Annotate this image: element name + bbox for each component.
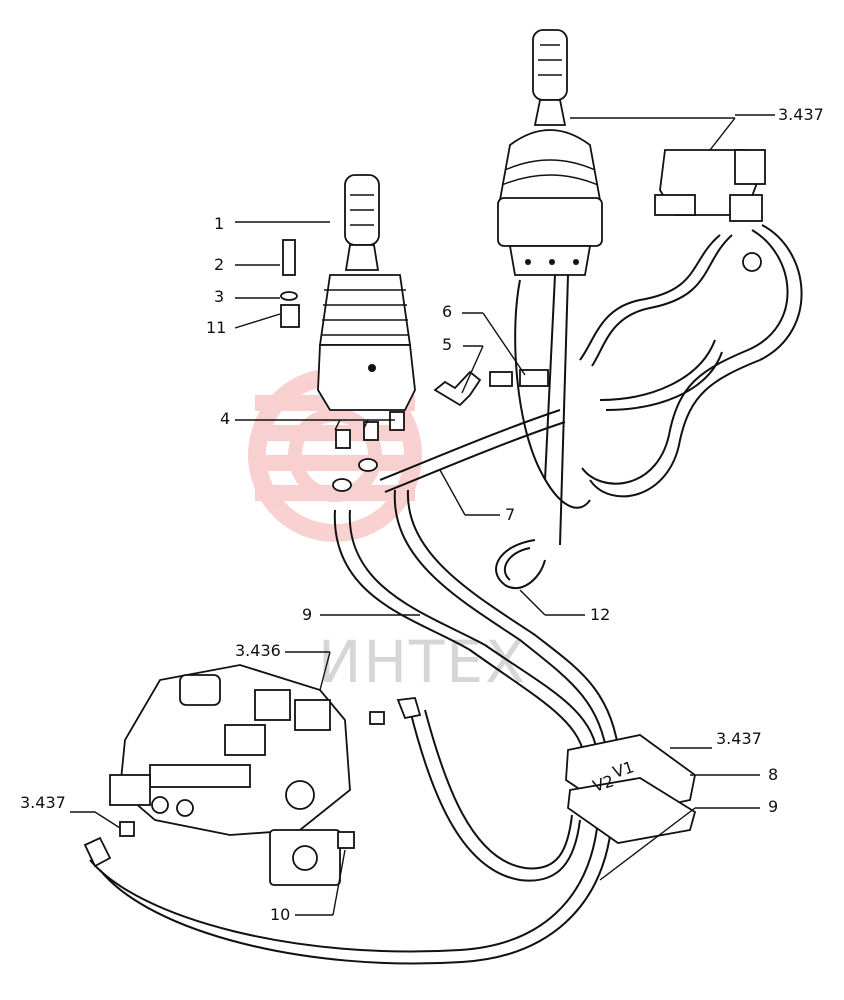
callout-labels: 1 2 3 11 4 5 6 7 12 9 3.436 3.437 3.437 … <box>20 105 824 924</box>
bolt-washer-sleeve <box>280 239 300 328</box>
callout-3-437-mid: 3.437 <box>716 729 762 748</box>
bulkhead-plate: V1 V2 <box>565 734 697 844</box>
clip-12 <box>495 539 546 590</box>
fittings-group <box>332 411 405 492</box>
callout-12: 12 <box>590 605 610 624</box>
joystick-assembly-right <box>497 29 603 276</box>
leader-lines <box>70 114 775 916</box>
callout-3: 3 <box>214 287 224 306</box>
callout-7: 7 <box>505 505 515 524</box>
callout-4: 4 <box>220 409 230 428</box>
callout-8: 8 <box>768 765 778 784</box>
callout-5: 5 <box>442 335 452 354</box>
callout-6: 6 <box>442 302 452 321</box>
callout-11: 11 <box>206 318 226 337</box>
callout-1: 1 <box>214 214 224 233</box>
callout-10: 10 <box>270 905 290 924</box>
callout-9-bottom: 9 <box>768 797 778 816</box>
valve-fittings <box>83 697 422 868</box>
callout-3-437-top: 3.437 <box>778 105 824 124</box>
pilot-valve-right <box>654 149 766 272</box>
elbow-fitting <box>433 369 549 407</box>
watermark-text: ИНТЕХ <box>318 628 527 696</box>
joystick-center <box>317 174 416 411</box>
callout-2: 2 <box>214 255 224 274</box>
hose-7 <box>379 409 566 493</box>
hoses-9 <box>89 489 621 965</box>
hoses-right <box>514 224 803 546</box>
control-valve-block <box>109 664 351 886</box>
callout-9-top: 9 <box>302 605 312 624</box>
callout-3-436: 3.436 <box>235 641 281 660</box>
callout-3-437-left: 3.437 <box>20 793 66 812</box>
